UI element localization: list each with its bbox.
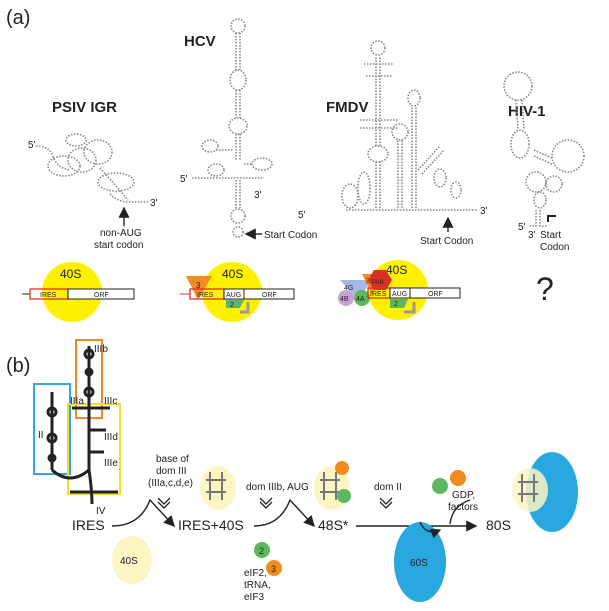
hcv-start-label: Start Codon [264, 230, 317, 241]
step3-label: dom II [374, 482, 402, 493]
step2-label: dom IIIb, AUG [246, 482, 309, 493]
eif3-label: 3 [271, 564, 276, 574]
fmdv-factor-2: 2 [394, 301, 398, 308]
fmdv-structure: FMDV 3' Start Codon [326, 40, 488, 247]
hcv-ires-box: IRES [197, 292, 214, 299]
psiv-3prime: 3' [150, 198, 158, 209]
fmdv-40s-label: 40S [386, 263, 407, 277]
hiv-structure: HIV-1 5' 3' Start Codon ? [503, 71, 585, 307]
psiv-structure: PSIV IGR 5' 3' non-AUG start codon [28, 99, 158, 251]
psiv-ribosome-diagram: 40S IRES ORF [22, 262, 135, 322]
stage-80s: 80S [486, 517, 511, 533]
ires-40s-complex [200, 466, 236, 510]
psiv-start-label-1: non-AUG [100, 228, 142, 239]
hcv-5prime-b: 5' [298, 210, 306, 221]
factors-joined-3: eIF3 [244, 592, 264, 603]
incoming-40s [112, 536, 152, 584]
hcv-40s-label: 40S [222, 267, 243, 281]
hcv-factor2: 2 [230, 302, 234, 309]
fmdv-factor-4g: 4G [344, 285, 353, 292]
fmdv-factor-4a: 4A [356, 296, 365, 303]
step1-label-3: (IIIa,c,d,e) [148, 478, 193, 489]
hcv-3prime: 3' [254, 190, 262, 201]
hiv-title: HIV-1 [508, 103, 546, 120]
psiv-5prime: 5' [28, 140, 36, 151]
hiv-start-label-2: Codon [540, 242, 569, 253]
hcv-5prime: 5' [180, 174, 188, 185]
psiv-orf-box: ORF [94, 292, 109, 299]
incoming-60s [394, 522, 446, 602]
step1-label-2: dom III [156, 466, 187, 477]
fmdv-factor-pab: PAB [372, 280, 384, 286]
factors-leaving-2: factors [448, 502, 478, 513]
psiv-title: PSIV IGR [52, 99, 117, 116]
stage-48s: 48S* [318, 517, 349, 533]
fmdv-ires-box: IRES [370, 291, 387, 298]
stage-ires: IRES [72, 517, 105, 533]
factors-joined-2: tRNA, [244, 580, 271, 591]
panel-a-label: (a) [6, 7, 30, 29]
psiv-start-label-2: start codon [94, 240, 143, 251]
domain-iiia-label: IIIa [70, 396, 84, 407]
psiv-40s-label: 40S [60, 267, 81, 281]
domain-ii-label: II [38, 430, 44, 441]
psiv-ires-box: IRES [40, 292, 57, 299]
incoming-60s-label: 60S [410, 558, 428, 569]
domain-iiie-label: IIIe [104, 458, 118, 469]
step1-label-1: base of [156, 454, 189, 465]
hcv-aug-box: AUG [226, 292, 241, 299]
factors-leaving-1: GDP, [452, 490, 475, 501]
hcv-ribosome-diagram: 40S 3 IRES AUG ORF 2 [180, 262, 295, 322]
hcv-factor3: 3 [196, 281, 201, 290]
hiv-3prime: 3' [528, 230, 536, 241]
stage-ires-40s: IRES+40S [178, 517, 244, 533]
fmdv-aug-box: AUG [392, 291, 407, 298]
domain-iiic-label: IIIc [104, 396, 117, 407]
domain-iiid-label: IIId [104, 432, 118, 443]
fmdv-factor-3: 3 [366, 278, 370, 285]
hcv-orf-box: ORF [262, 292, 277, 299]
hiv-5prime: 5' [518, 222, 526, 233]
hiv-question-mark: ? [536, 271, 554, 307]
fmdv-start-label: Start Codon [420, 236, 473, 247]
incoming-40s-label: 40S [120, 556, 138, 567]
fmdv-orf-box: ORF [428, 291, 443, 298]
hcv-structure: HCV 5' 3' 5' Start Codon [180, 18, 317, 241]
fmdv-ribosome-diagram: 40S 4G 3 PAB 4B 4A IRES AUG ORF 2 [338, 260, 461, 320]
factors-joined-1: eIF2, [244, 568, 267, 579]
leaving-eif3 [450, 470, 466, 486]
80s-complex [512, 452, 578, 532]
leaving-eif2 [432, 478, 448, 494]
domain-iv-label: IV [96, 506, 106, 517]
fmdv-3prime: 3' [480, 206, 488, 217]
hcv-title: HCV [184, 33, 216, 50]
hiv-start-label-1: Start [540, 230, 561, 241]
domain-iiib-label: IIIb [94, 344, 108, 355]
hcv-domain-structure: II IIIb IIIa IIIc IIId IIIe IV [33, 339, 121, 517]
eif2-label: 2 [259, 546, 264, 556]
fmdv-title: FMDV [326, 99, 369, 116]
fmdv-factor-4b: 4B [340, 296, 349, 303]
panel-b-label: (b) [6, 355, 30, 377]
eif2-circle [254, 542, 270, 558]
eif3-circle [266, 560, 282, 576]
48s-complex [314, 461, 351, 510]
